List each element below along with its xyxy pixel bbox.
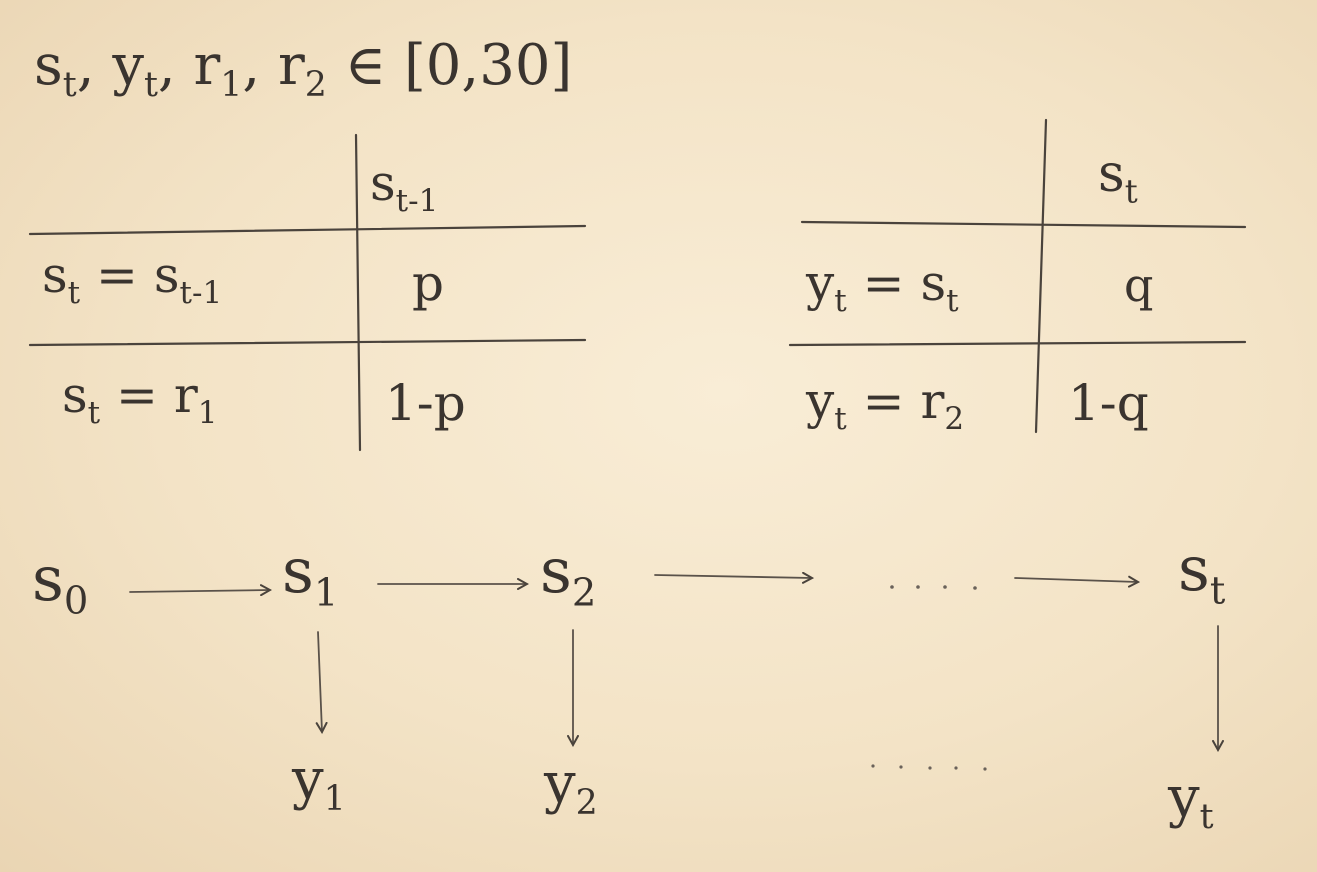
transition-table-row-rule [28, 338, 587, 347]
comma: , [242, 33, 278, 98]
observation-ellipsis-dot [899, 765, 903, 769]
chain-ellipsis-dots [890, 585, 977, 590]
arrow-s2-dots [654, 575, 812, 578]
domain-statement: st, yt, r1, r2 ∈ [0,30] [34, 38, 572, 103]
transition-column-header: st-1 [370, 154, 439, 219]
transition-row-value: p [412, 254, 445, 312]
emission-row-label: yt = r2 [806, 372, 965, 437]
chain-state-node: s0 [32, 542, 89, 624]
chain-state-node: s1 [282, 534, 339, 616]
transition-table-grid [28, 133, 587, 452]
observation-ellipsis-dot [983, 767, 987, 771]
chain-transition-arrows [129, 575, 1138, 592]
observation-ellipsis-dot [954, 766, 958, 770]
domain-var: r1 [193, 33, 243, 106]
transition-row-value: 1-p [385, 374, 466, 432]
emission-table-row-rule [788, 340, 1247, 347]
comma: , [157, 33, 194, 98]
emission-row-value: q [1124, 258, 1154, 312]
chain-ellipsis-dot [890, 585, 894, 589]
transition-table-vertical-rule [354, 133, 362, 452]
comma: , [76, 33, 113, 98]
domain-var: r2 [278, 33, 327, 106]
emission-table-grid [788, 118, 1247, 434]
chain-ellipsis-dot [916, 585, 920, 589]
domain-range: [0,30] [403, 33, 573, 98]
domain-var: yt [112, 33, 158, 106]
element-of-symbol: ∈ [344, 33, 387, 98]
transition-row-label: st = st-1 [42, 246, 223, 311]
observation-ellipsis-dot [928, 766, 932, 770]
emission-row-label: yt = st [806, 254, 959, 319]
domain-var: st [34, 33, 77, 106]
transition-row-label: st = r1 [62, 366, 218, 431]
emission-table-vertical-rule [1034, 118, 1048, 434]
chain-emission-arrows [318, 625, 1218, 750]
chain-observation-node: y2 [544, 751, 598, 824]
observation-ellipsis-dots [871, 764, 987, 771]
chain-observation-node: yt [1168, 765, 1214, 838]
chain-observation-node: y1 [292, 747, 346, 820]
chain-ellipsis-dot [943, 585, 947, 589]
emission-column-header: st [1098, 144, 1138, 211]
observation-ellipsis-dot [871, 764, 875, 768]
transition-table-header-rule [28, 224, 587, 236]
arrow-s1-y1 [318, 631, 322, 732]
arrow-s0-s1 [129, 590, 270, 592]
chain-state-node: st [1178, 532, 1226, 614]
emission-row-value: 1-q [1068, 374, 1149, 432]
chain-state-node: s2 [540, 534, 597, 616]
chain-ellipsis-dot [973, 586, 977, 590]
arrow-dots-st [1014, 578, 1138, 582]
emission-table-header-rule [800, 220, 1247, 229]
